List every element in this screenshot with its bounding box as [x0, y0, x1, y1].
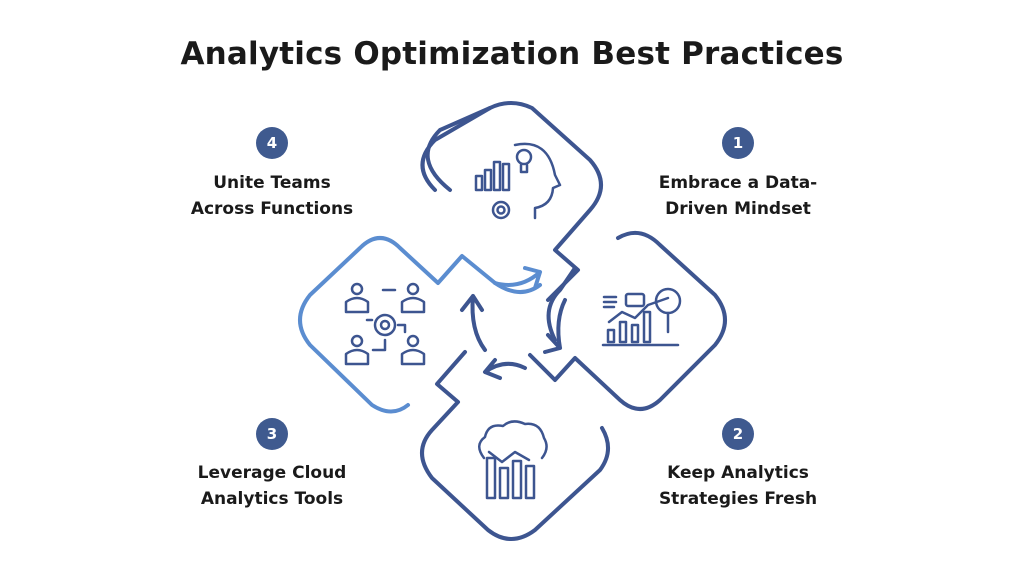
step-label-4-line1: Unite Teams — [213, 173, 331, 193]
team-network-gear-icon — [344, 282, 426, 366]
step-label-2-line1: Keep Analytics — [667, 463, 809, 483]
step-label-1: Embrace a Data- Driven Mindset — [623, 170, 853, 222]
arrow-4-to-1 — [493, 266, 542, 290]
step-label-3: Leverage Cloud Analytics Tools — [157, 460, 387, 512]
step-badge-2: 2 — [722, 418, 754, 450]
step-label-1-line2: Driven Mindset — [665, 199, 811, 219]
step-label-3-line1: Leverage Cloud — [197, 463, 347, 483]
arrow-2-to-3 — [483, 358, 527, 380]
diamond-top — [425, 101, 603, 302]
diamond-left — [298, 236, 542, 414]
cloud-bar-chart-icon — [478, 420, 548, 500]
step-badge-4: 4 — [256, 127, 288, 159]
diamond-right-inner — [546, 266, 577, 342]
arrow-1-to-2 — [543, 298, 567, 354]
arrow-3-to-4 — [460, 294, 487, 352]
step-label-4: Unite Teams Across Functions — [157, 170, 387, 222]
step-badge-3: 3 — [256, 418, 288, 450]
step-label-2: Keep Analytics Strategies Fresh — [623, 460, 853, 512]
diamond-right — [528, 230, 727, 411]
diamond-bottom — [420, 350, 610, 541]
step-label-1-line1: Embrace a Data- — [658, 173, 818, 193]
step-badge-1: 1 — [722, 127, 754, 159]
chart-magnifier-icon — [601, 287, 682, 347]
step-label-4-line2: Across Functions — [190, 199, 354, 219]
head-lightbulb-gear-icon — [474, 142, 562, 220]
step-label-3-line2: Analytics Tools — [200, 489, 344, 509]
page-title: Analytics Optimization Best Practices — [180, 36, 844, 72]
diamond-top-left-arc — [420, 106, 492, 192]
step-label-2-line2: Strategies Fresh — [658, 489, 818, 509]
